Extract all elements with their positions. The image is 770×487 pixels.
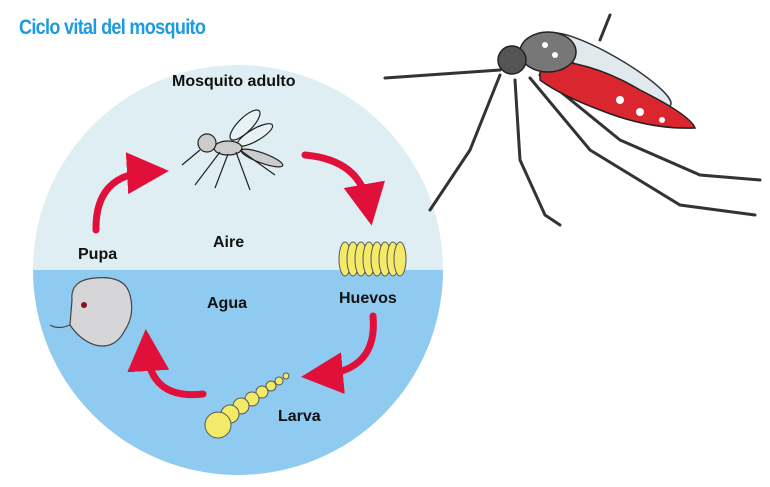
eggs-icon bbox=[338, 241, 407, 277]
arrow-adult-to-eggs bbox=[301, 151, 385, 226]
label-air: Aire bbox=[213, 234, 245, 251]
arrow-pupa-to-adult bbox=[92, 152, 169, 234]
label-larva: Larva bbox=[278, 408, 321, 425]
label-adult-mosquito: Mosquito adulto bbox=[172, 73, 296, 90]
large-mosquito-illustration bbox=[383, 13, 762, 227]
pupa-icon bbox=[49, 277, 133, 347]
larva-icon bbox=[204, 372, 290, 439]
label-water: Agua bbox=[207, 295, 247, 312]
page-title: Ciclo vital del mosquito bbox=[19, 16, 206, 39]
label-eggs: Huevos bbox=[339, 290, 397, 307]
arrow-eggs-to-larva bbox=[301, 312, 377, 395]
arrow-larva-to-pupa bbox=[127, 329, 207, 399]
label-pupa: Pupa bbox=[78, 246, 118, 263]
adult-mosquito-small-icon bbox=[181, 109, 284, 191]
